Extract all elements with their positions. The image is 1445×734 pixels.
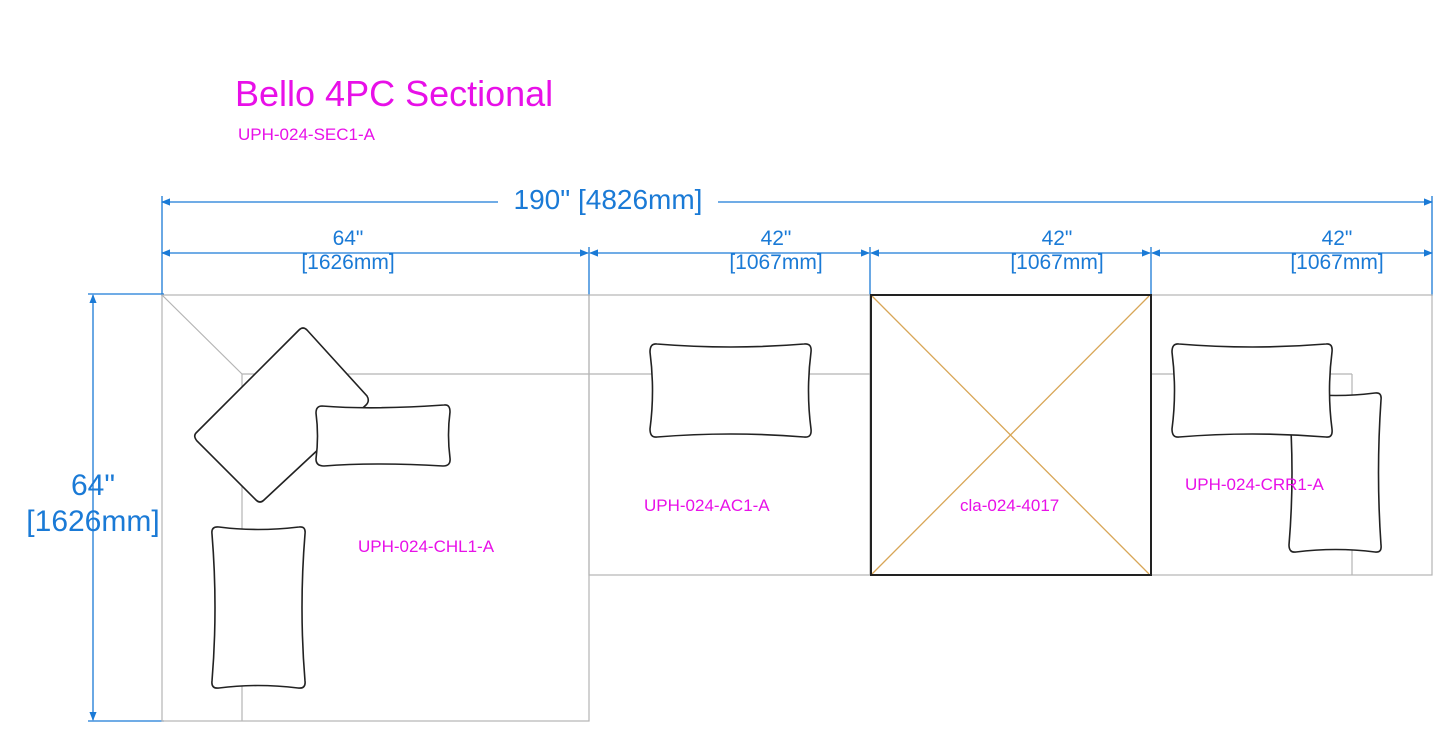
drawing-title: Bello 4PC Sectional xyxy=(235,73,554,114)
armless-chair-outline xyxy=(588,294,871,576)
segment-dimension-3: 42" [1067mm] xyxy=(987,227,1127,275)
segment-mm: [1067mm] xyxy=(729,251,823,275)
piece-label-right-arm-chair: UPH-024-CRR1-A xyxy=(1185,475,1324,494)
pillow xyxy=(211,526,306,689)
piece-label-coffee-table: cla-024-4017 xyxy=(960,496,1060,515)
chaise-corner-seam xyxy=(161,294,243,375)
segment-dimension-4: 42" [1067mm] xyxy=(1267,227,1407,275)
segment-inches: 42" xyxy=(1041,227,1073,250)
segment-inches: 42" xyxy=(1321,227,1353,250)
depth-mm: [1626mm] xyxy=(26,505,160,538)
pillow xyxy=(649,343,812,438)
segment-mm: [1626mm] xyxy=(301,251,395,275)
segment-dimension-2: 42" [1067mm] xyxy=(706,227,846,275)
coffee-table xyxy=(870,294,1152,576)
pillow xyxy=(315,404,451,467)
piece-label-chaise: UPH-024-CHL1-A xyxy=(358,537,495,556)
segment-mm: [1067mm] xyxy=(1290,251,1384,275)
depth-dimension: 64" [1626mm] xyxy=(18,468,168,540)
segment-inches: 64" xyxy=(332,227,364,250)
total-width-dimension: 190" [4826mm] xyxy=(498,184,718,217)
pillow xyxy=(193,327,370,503)
table-frame xyxy=(870,294,1152,576)
dimension-lines xyxy=(88,196,1433,722)
table-cross-line xyxy=(871,295,1150,575)
drawing-subtitle: UPH-024-SEC1-A xyxy=(238,125,375,144)
segment-dimension-1: 64" [1626mm] xyxy=(278,227,418,275)
pillow xyxy=(1171,343,1333,438)
depth-inches: 64" xyxy=(70,469,116,502)
piece-label-armless-chair: UPH-024-AC1-A xyxy=(644,496,770,515)
segment-inches: 42" xyxy=(760,227,792,250)
pillows xyxy=(193,327,1382,689)
segment-mm: [1067mm] xyxy=(1010,251,1104,275)
